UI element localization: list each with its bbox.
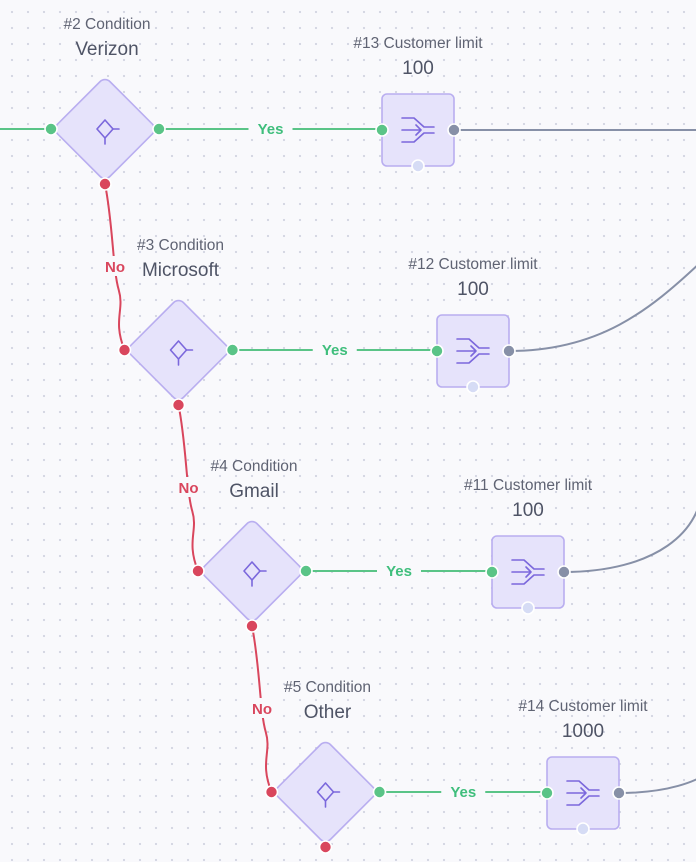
yes-label-2-group: Yes	[312, 339, 357, 359]
condition-id: #3 Condition	[137, 237, 224, 254]
yes-label-4-bg	[441, 781, 486, 801]
limit-value: 100	[512, 500, 544, 521]
limit-output-port[interactable]	[502, 344, 516, 358]
limit-node-1[interactable]: #13 Customer limit 100	[353, 35, 483, 173]
condition-yes-port[interactable]	[372, 785, 387, 799]
limit-input-port[interactable]	[430, 344, 444, 358]
limit-output-port[interactable]	[612, 786, 626, 800]
condition-diamond[interactable]	[273, 740, 378, 845]
condition-input-port[interactable]	[264, 785, 279, 799]
yes-label-4: Yes	[450, 784, 476, 801]
yes-label-1: Yes	[258, 121, 284, 138]
condition-input-port[interactable]	[191, 564, 205, 578]
limit-bottom-port[interactable]	[521, 601, 535, 615]
condition-id: #4 Condition	[210, 458, 297, 475]
limit-bottom-port[interactable]	[411, 159, 425, 173]
limit-node-4[interactable]: #14 Customer limit 1000	[518, 698, 648, 836]
yes-label-1-group: Yes	[248, 118, 293, 138]
limit-id: #13 Customer limit	[353, 35, 483, 52]
limit-bottom-port[interactable]	[576, 822, 590, 836]
condition-input-port[interactable]	[117, 343, 132, 357]
condition-label: Verizon	[75, 39, 138, 60]
edge-no-3[interactable]	[251, 625, 273, 793]
no-label-2-bg	[173, 477, 204, 497]
limit-id: #12 Customer limit	[408, 256, 538, 273]
limit-value: 100	[457, 279, 489, 300]
limit-id: #14 Customer limit	[518, 698, 648, 715]
yes-label-1-bg	[248, 118, 293, 138]
no-label-2-group: No	[173, 477, 204, 497]
condition-id: #5 Condition	[284, 679, 371, 696]
condition-label: Microsoft	[142, 260, 220, 281]
edge-no-1[interactable]	[104, 183, 126, 351]
edge-no-2[interactable]	[177, 404, 199, 572]
yes-label-2-bg	[312, 339, 357, 359]
condition-branch-icon	[316, 782, 341, 808]
yes-label-2: Yes	[322, 342, 348, 359]
condition-label: Other	[304, 702, 352, 723]
merge-arrow-icon	[566, 780, 600, 806]
limit-input-port[interactable]	[375, 123, 389, 137]
merge-arrow-icon	[511, 559, 545, 585]
limit-node-2[interactable]: #12 Customer limit 100	[408, 256, 538, 394]
condition-no-port[interactable]	[318, 840, 333, 854]
edge-output-3[interactable]	[563, 482, 696, 573]
no-label-1: No	[105, 259, 125, 276]
limit-id: #11 Customer limit	[464, 477, 593, 494]
limit-output-port[interactable]	[447, 123, 461, 137]
condition-id: #2 Condition	[63, 16, 150, 33]
condition-diamond[interactable]	[126, 298, 231, 403]
yes-label-3-group: Yes	[377, 560, 421, 580]
yes-label-3-bg	[377, 560, 421, 580]
condition-input-port[interactable]	[44, 122, 58, 136]
condition-branch-icon	[243, 561, 267, 587]
limit-input-port[interactable]	[485, 565, 499, 579]
condition-yes-port[interactable]	[225, 343, 240, 357]
limit-node-3[interactable]: #11 Customer limit 100	[464, 477, 593, 615]
no-label-1-bg	[100, 256, 130, 276]
limit-bottom-port[interactable]	[466, 380, 480, 394]
limit-value: 100	[402, 58, 434, 79]
condition-branch-icon	[169, 340, 194, 366]
merge-arrow-icon	[456, 338, 490, 364]
edge-output-2[interactable]	[508, 261, 696, 352]
yes-label-3: Yes	[386, 563, 412, 580]
condition-no-port[interactable]	[245, 619, 259, 633]
condition-diamond[interactable]	[200, 519, 305, 624]
merge-arrow-icon	[401, 117, 435, 143]
no-label-3-group: No	[247, 698, 277, 718]
condition-branch-icon	[96, 119, 120, 145]
no-label-3-bg	[247, 698, 277, 718]
condition-label: Gmail	[229, 481, 279, 502]
no-label-2: No	[179, 480, 199, 497]
condition-no-port[interactable]	[98, 177, 112, 191]
condition-yes-port[interactable]	[299, 564, 313, 578]
condition-yes-port[interactable]	[152, 122, 166, 136]
limit-output-port[interactable]	[557, 565, 571, 579]
condition-diamond[interactable]	[53, 77, 158, 182]
edge-output-4[interactable]	[618, 703, 696, 794]
limit-input-port[interactable]	[540, 786, 554, 800]
no-label-1-group: No	[100, 256, 130, 276]
yes-label-4-group: Yes	[441, 781, 486, 801]
condition-no-port[interactable]	[171, 398, 186, 412]
limit-value: 1000	[562, 721, 604, 742]
no-label-3: No	[252, 701, 272, 718]
